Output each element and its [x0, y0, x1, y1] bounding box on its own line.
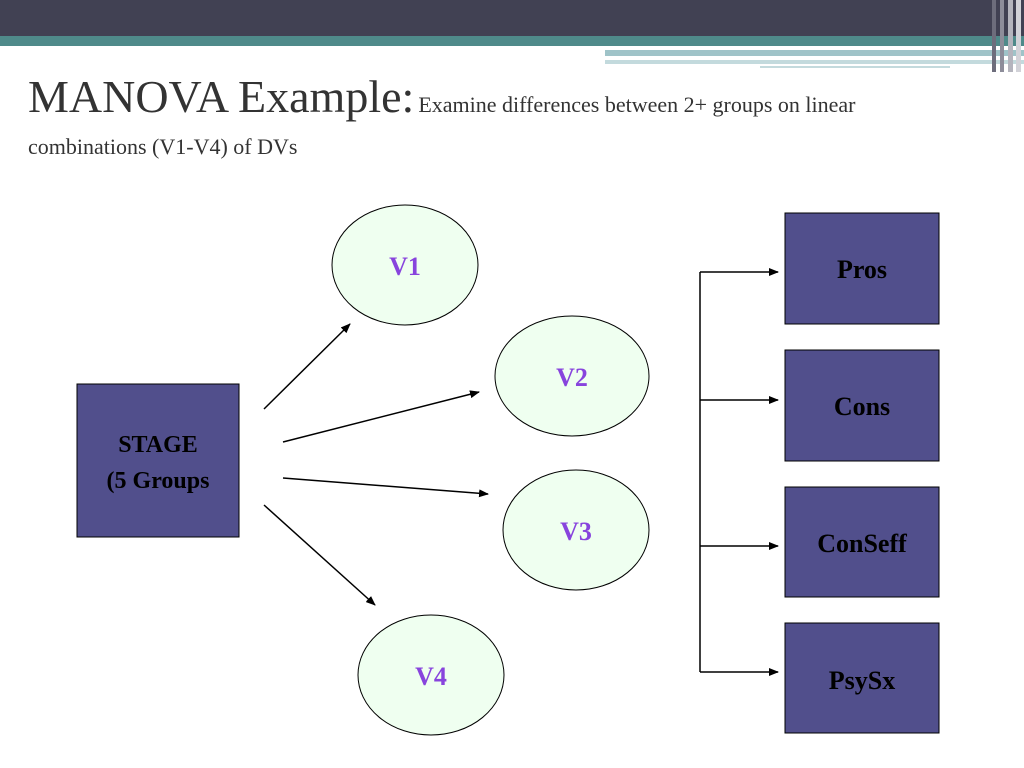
dv-box-psysx: PsySx	[784, 622, 940, 734]
dv-box-pros: Pros	[784, 212, 940, 325]
title-subtitle-continued: combinations (V1-V4) of DVs	[28, 134, 298, 159]
dv-box-cons: Cons	[784, 349, 940, 462]
arrow-stage-to-v2	[282, 390, 480, 443]
dv-box-conseff: ConSeff	[784, 486, 940, 598]
variate-label: V1	[389, 252, 421, 281]
title-main: MANOVA Example:	[28, 71, 415, 122]
variate-v1: V1	[331, 204, 479, 326]
stage-label-line1: STAGE	[118, 432, 198, 458]
title-subtitle: Examine differences between 2+ groups on…	[418, 92, 856, 117]
arrow-stage-to-v1	[263, 323, 351, 410]
dv-label: Cons	[834, 392, 890, 421]
header-accent-band	[0, 36, 1024, 46]
header-stripe	[1008, 0, 1013, 72]
header-accent-line	[605, 60, 1024, 64]
header-accent-line	[760, 66, 950, 68]
header-bar	[0, 0, 1024, 36]
arrow-stage-to-v3	[282, 477, 489, 498]
header-stripe	[992, 0, 996, 72]
arrow-stage-to-v4	[263, 504, 376, 606]
dv-label: ConSeff	[817, 529, 907, 558]
variate-v2: V2	[494, 315, 650, 437]
dv-label: PsySx	[829, 666, 895, 695]
variate-v4: V4	[357, 614, 505, 736]
variate-label: V4	[415, 662, 447, 691]
variate-v3: V3	[502, 469, 650, 591]
variate-label: V2	[556, 363, 588, 392]
variate-label: V3	[560, 517, 592, 546]
header-stripe	[1016, 0, 1021, 72]
stage-label-line2: (5 Groups	[107, 468, 210, 494]
dv-label: Pros	[837, 255, 887, 284]
header-stripe	[1000, 0, 1004, 72]
header-accent-line	[605, 50, 1024, 56]
slide-title: MANOVA Example: Examine differences betw…	[28, 74, 1008, 120]
stage-box: STAGE (5 Groups	[76, 383, 240, 538]
